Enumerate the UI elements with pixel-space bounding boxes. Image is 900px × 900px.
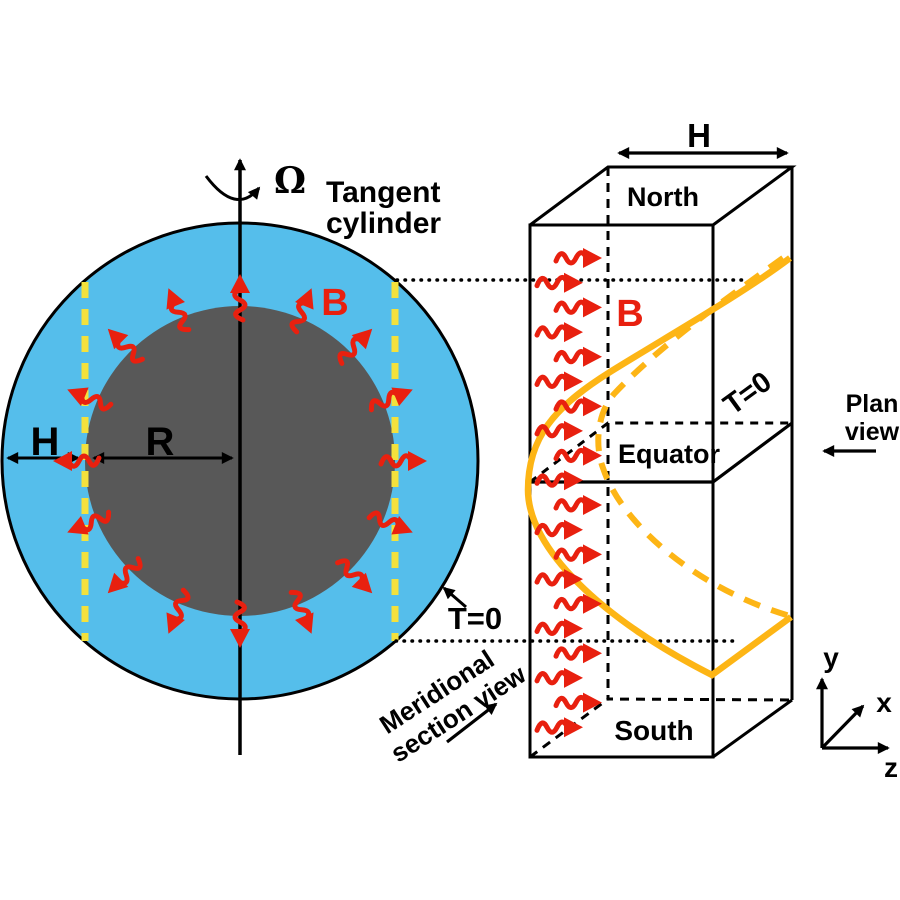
field-arrow — [553, 692, 602, 713]
field-arrow — [337, 328, 373, 366]
axis-y-label: y — [823, 642, 839, 673]
north-label: North — [627, 182, 699, 212]
field-arrow — [230, 274, 250, 323]
field-arrow — [166, 288, 192, 333]
tangent-cylinder-label-line1: Tangent — [326, 176, 440, 209]
field-arrow — [107, 556, 143, 594]
axis-z-label: z — [884, 752, 898, 783]
field-arrow — [288, 589, 314, 634]
field-arrow — [534, 618, 583, 639]
t0-pointer-arrow — [442, 586, 467, 609]
field-arrow — [534, 272, 583, 293]
radial-field-arrows — [53, 274, 427, 648]
equator-label: Equator — [618, 439, 720, 469]
plan-view-label-line2: view — [845, 418, 900, 446]
field-arrow — [289, 288, 314, 335]
field-arrow — [107, 328, 145, 364]
field-arrow — [335, 558, 373, 594]
field-arrow — [67, 509, 112, 535]
width-h-label: H — [687, 117, 711, 154]
field-arrow — [534, 717, 583, 738]
rotation-symbol-label: Ω — [274, 160, 306, 202]
field-arrow — [230, 599, 250, 648]
shell-h-label: H — [31, 420, 60, 464]
field-arrow — [553, 297, 602, 318]
field-arrow — [534, 519, 583, 540]
field-arrow — [53, 451, 102, 471]
field-arrow — [534, 667, 583, 688]
field-arrow — [553, 544, 602, 565]
field-arrow — [553, 495, 602, 515]
rotation-arrow — [204, 175, 261, 201]
box-field-arrows — [534, 248, 602, 738]
field-arrow — [534, 470, 583, 491]
equator-plane-solid-edges — [530, 421, 793, 484]
boundary-t0-label: T=0 — [448, 601, 502, 636]
field-arrow — [534, 420, 583, 441]
axis-x-label: x — [876, 687, 892, 718]
field-b-label-left: B — [321, 282, 348, 324]
field-arrow — [378, 451, 427, 471]
equator-t0-label: T=0 — [718, 366, 778, 422]
core-r-label: R — [146, 420, 175, 464]
field-arrow — [553, 248, 602, 268]
field-b-label-right: B — [616, 293, 643, 335]
field-arrow — [553, 593, 602, 614]
field-arrow — [553, 396, 602, 417]
field-arrow — [534, 371, 583, 392]
box-solid-edges — [528, 165, 797, 759]
field-arrow — [366, 510, 413, 535]
tangent-cylinder-label-line2: cylinder — [326, 207, 441, 240]
meridional-view-arrow — [446, 702, 498, 744]
field-arrow — [553, 346, 602, 367]
field-arrow — [553, 445, 602, 466]
axis-x — [820, 704, 865, 750]
field-arrow — [166, 587, 191, 634]
coordinate-axes: y x z — [816, 642, 898, 783]
plan-view-label-line1: Plan — [846, 390, 899, 418]
field-arrow — [534, 322, 583, 343]
meridional-view-label: Meridional section view — [374, 644, 532, 769]
field-arrow — [368, 387, 413, 413]
field-arrow — [67, 387, 114, 412]
field-arrow — [534, 569, 583, 590]
field-arrow — [553, 643, 602, 664]
equator-plane-hidden-edges — [529, 421, 792, 484]
south-label: South — [614, 715, 693, 746]
